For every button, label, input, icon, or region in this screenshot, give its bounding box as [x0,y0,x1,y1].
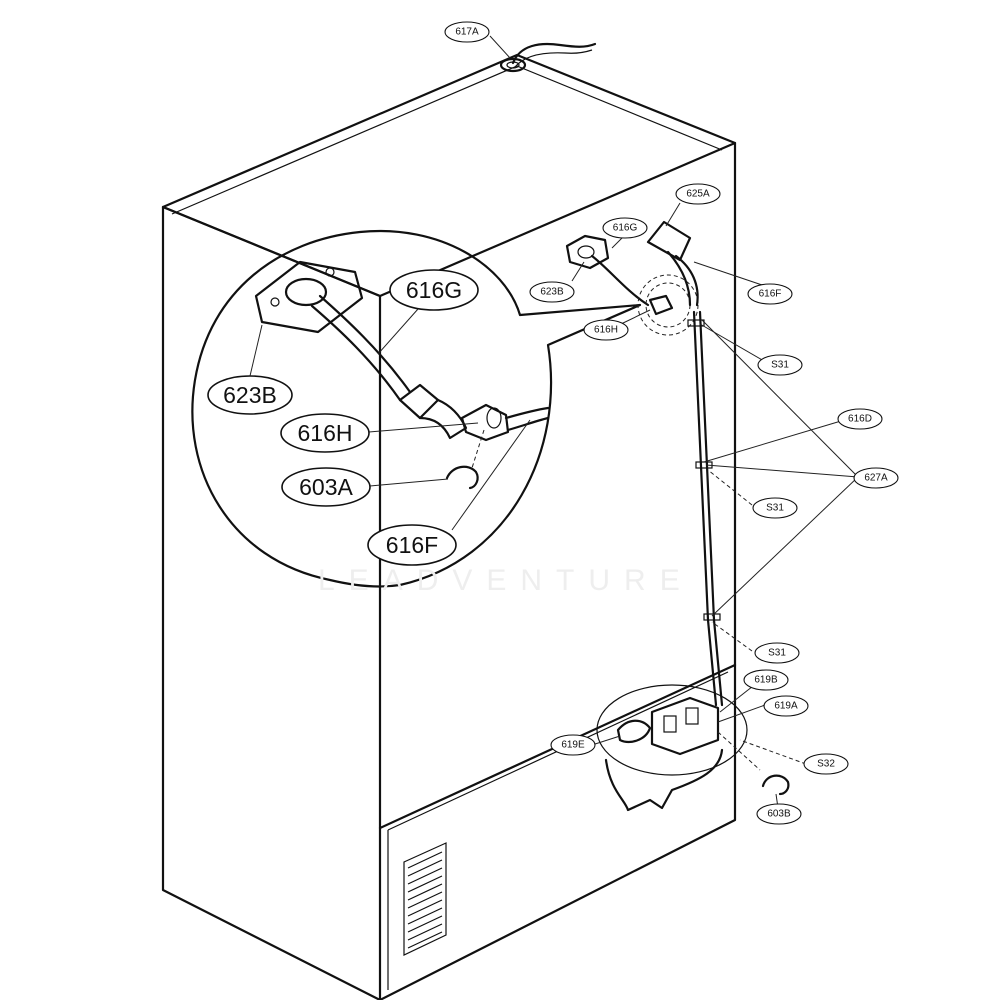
label-623b-detail: 623B [207,375,293,415]
label-616f-detail: 616F [367,524,457,566]
callout-619b: 619B [743,669,789,691]
svg-text:S31: S31 [768,648,786,659]
callout-s31-lower: S31 [754,642,800,664]
callout-s31-upper: S31 [757,354,803,376]
callout-619a: 619A [763,695,809,717]
callout-616g: 616G [602,217,648,239]
bracket-623b-detail [254,260,364,334]
callout-s31-middle: S31 [752,497,798,519]
svg-text:617A: 617A [455,27,479,38]
svg-text:619B: 619B [754,675,778,686]
rear-vent-grille [403,842,447,956]
callout-619e: 619E [550,734,596,756]
svg-text:619A: 619A [774,701,798,712]
svg-text:S31: S31 [771,360,789,371]
callout-s32: S32 [803,753,849,775]
watermark-text: LEADVENTURE [318,564,694,597]
svg-text:616G: 616G [406,277,462,303]
svg-text:623B: 623B [540,287,564,298]
callout-616d: 616D [837,408,883,430]
svg-text:616F: 616F [759,289,782,300]
callout-616f: 616F [747,283,793,305]
svg-text:616D: 616D [848,414,872,425]
callout-623b: 623B [529,281,575,303]
callout-625a: 625A [675,183,721,205]
connector-616h-detail [398,383,510,442]
clip-603b [761,774,790,796]
top-inlet-grommet [499,42,597,73]
svg-text:619E: 619E [561,740,585,751]
callout-617a: 617A [444,21,490,43]
refrigerator-cabinet [161,53,737,1000]
svg-text:S32: S32 [817,759,835,770]
clip-603a-detail [445,465,479,490]
callout-603b: 603B [756,803,802,825]
svg-text:603A: 603A [299,474,353,500]
water-valve-assembly [565,220,790,812]
svg-text:627A: 627A [864,473,888,484]
label-616g-detail: 616G [389,269,479,311]
svg-text:625A: 625A [686,189,710,200]
svg-text:603B: 603B [767,809,791,820]
svg-text:616F: 616F [386,532,438,558]
label-603a-detail: 603A [281,467,371,507]
svg-text:623B: 623B [223,382,277,408]
leader-lines [489,35,859,809]
svg-text:616H: 616H [594,325,618,336]
detail-magnifier: 623B 616G 616H 603A 616F [191,229,642,588]
callout-616h: 616H [583,319,629,341]
svg-text:S31: S31 [766,503,784,514]
label-616h-detail: 616H [280,413,370,453]
svg-text:616H: 616H [298,420,353,446]
svg-text:616G: 616G [613,223,638,234]
callout-627a: 627A [853,467,899,489]
